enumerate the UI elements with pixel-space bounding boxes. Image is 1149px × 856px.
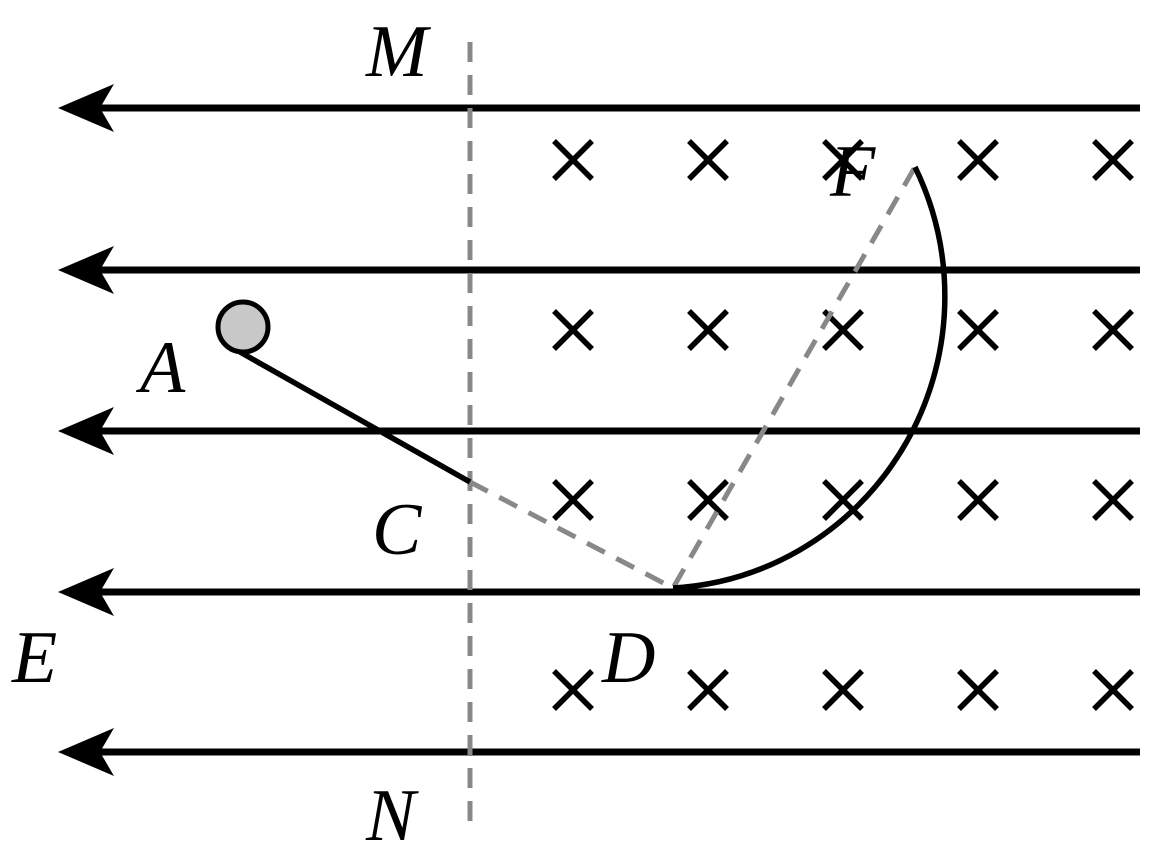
magnetic-field-cross: [822, 669, 864, 711]
trajectory-straight-segment: [238, 349, 472, 485]
charged-ball: [215, 299, 271, 355]
magnetic-field-cross: [1092, 669, 1134, 711]
magnetic-field-cross: [687, 479, 729, 521]
label-c: C: [372, 489, 423, 571]
magnetic-field-crosses: [552, 139, 1134, 711]
field-line: [58, 728, 1140, 776]
magnetic-field-cross: [822, 139, 864, 181]
label-n: N: [365, 775, 419, 856]
magnetic-field-cross: [552, 479, 594, 521]
field-line: [58, 407, 1140, 455]
magnetic-field-cross: [957, 479, 999, 521]
label-f: F: [829, 131, 876, 213]
dashed-construction-lines: [468, 165, 918, 592]
label-d: D: [601, 617, 655, 699]
field-line: [58, 84, 1140, 132]
magnetic-field-cross: [1092, 309, 1134, 351]
magnetic-field-cross: [1092, 139, 1134, 181]
field-line: [58, 246, 1140, 294]
magnetic-field-cross: [687, 309, 729, 351]
label-e: E: [11, 617, 57, 699]
magnetic-field-cross: [1092, 479, 1134, 521]
electric-field-lines: [58, 84, 1140, 776]
magnetic-field-cross: [687, 669, 729, 711]
trajectory-arc: [672, 165, 948, 591]
magnetic-field-cross: [552, 669, 594, 711]
magnetic-field-cross: [957, 139, 999, 181]
label-m: M: [365, 11, 432, 93]
magnetic-field-cross: [552, 139, 594, 181]
magnetic-field-cross: [687, 139, 729, 181]
label-a: A: [135, 327, 186, 409]
magnetic-field-cross: [552, 309, 594, 351]
field-line: [58, 568, 1140, 616]
magnetic-field-cross: [957, 669, 999, 711]
magnetic-field-cross: [957, 309, 999, 351]
magnetic-field-cross: [822, 479, 864, 521]
